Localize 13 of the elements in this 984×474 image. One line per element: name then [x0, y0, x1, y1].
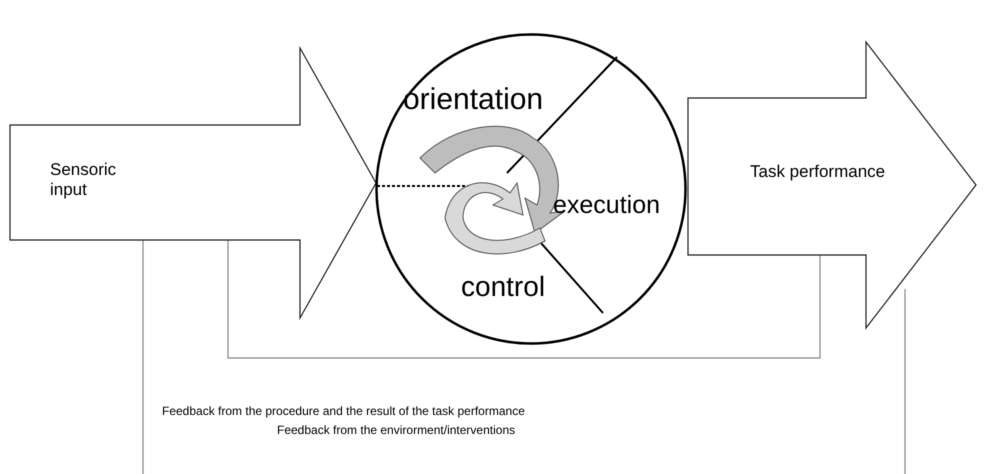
node-label: execution	[553, 191, 660, 220]
block-arrow	[10, 48, 376, 318]
note-text: Feedback from the procedure and the result of the task performance	[162, 404, 525, 418]
node-label: control	[461, 271, 546, 303]
node-label: Task performance	[750, 162, 886, 182]
connector-line	[227, 240, 821, 359]
connector-line	[142, 240, 144, 474]
node-label: Sensoric input	[50, 160, 118, 200]
block-arrow	[688, 42, 976, 328]
node-label: orientation	[403, 83, 544, 117]
note-text: Feedback from the envirorment/interventions	[277, 423, 516, 437]
circle-shape	[375, 33, 687, 345]
connector-line	[904, 289, 906, 474]
